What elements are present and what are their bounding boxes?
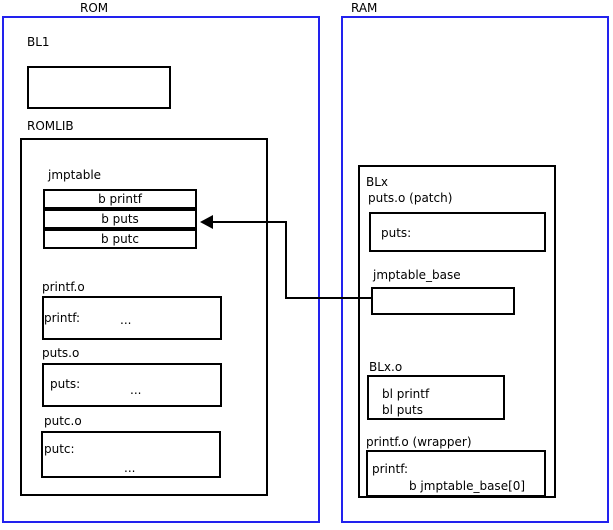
puts-o-patch-label: puts.o (patch) xyxy=(368,191,453,205)
printf-o-wrapper-branch: b jmptable_base[0] xyxy=(409,479,526,493)
printf-o-wrapper-label: printf.o (wrapper) xyxy=(366,435,472,449)
puts-o-body: ... xyxy=(130,383,142,397)
blx-label: BLx xyxy=(366,175,389,189)
ram-region-title: RAM xyxy=(351,1,378,15)
printf-o-wrapper-symbol: printf: xyxy=(372,462,409,476)
blx-o-line-0: bl printf xyxy=(382,387,430,401)
jmptable-entry-2: b putc xyxy=(43,229,197,249)
puts-o-patch-symbol: puts: xyxy=(381,226,412,240)
putc-o-label: putc.o xyxy=(44,414,82,428)
ram-region-border xyxy=(341,16,609,523)
putc-o-box xyxy=(41,431,221,478)
jmptable-entry-0: b printf xyxy=(43,189,197,209)
blx-o-label: BLx.o xyxy=(369,360,403,374)
puts-o-symbol: puts: xyxy=(50,377,81,391)
jmptable-base-box xyxy=(371,287,515,315)
rom-region-border xyxy=(2,16,320,523)
bl1-label: BL1 xyxy=(27,35,50,49)
blx-o-box xyxy=(367,375,505,420)
rom-region-title: ROM xyxy=(80,1,109,15)
jmptable-base-label: jmptable_base xyxy=(373,268,461,282)
printf-o-label: printf.o xyxy=(42,280,85,294)
putc-o-symbol: putc: xyxy=(44,442,75,456)
romlib-label: ROMLIB xyxy=(27,119,74,133)
printf-o-body: ... xyxy=(120,313,132,327)
printf-o-symbol: printf: xyxy=(44,311,81,325)
puts-o-box xyxy=(42,363,222,407)
putc-o-body: ... xyxy=(124,461,136,475)
puts-o-patch-box xyxy=(369,212,546,252)
bl1-box xyxy=(27,66,171,109)
connector-segment-horizontal-lower xyxy=(285,297,373,299)
printf-o-wrapper-box xyxy=(366,450,546,497)
connector-segment-horizontal-upper xyxy=(210,221,287,223)
printf-o-box xyxy=(42,296,222,340)
connector-segment-vertical xyxy=(285,221,287,299)
jmptable-entry-1: b puts xyxy=(43,209,197,229)
jmptable-label: jmptable xyxy=(48,168,102,182)
connector-arrowhead-icon xyxy=(200,215,213,229)
blx-o-line-1: bl puts xyxy=(382,403,423,417)
puts-o-label: puts.o xyxy=(42,346,80,360)
